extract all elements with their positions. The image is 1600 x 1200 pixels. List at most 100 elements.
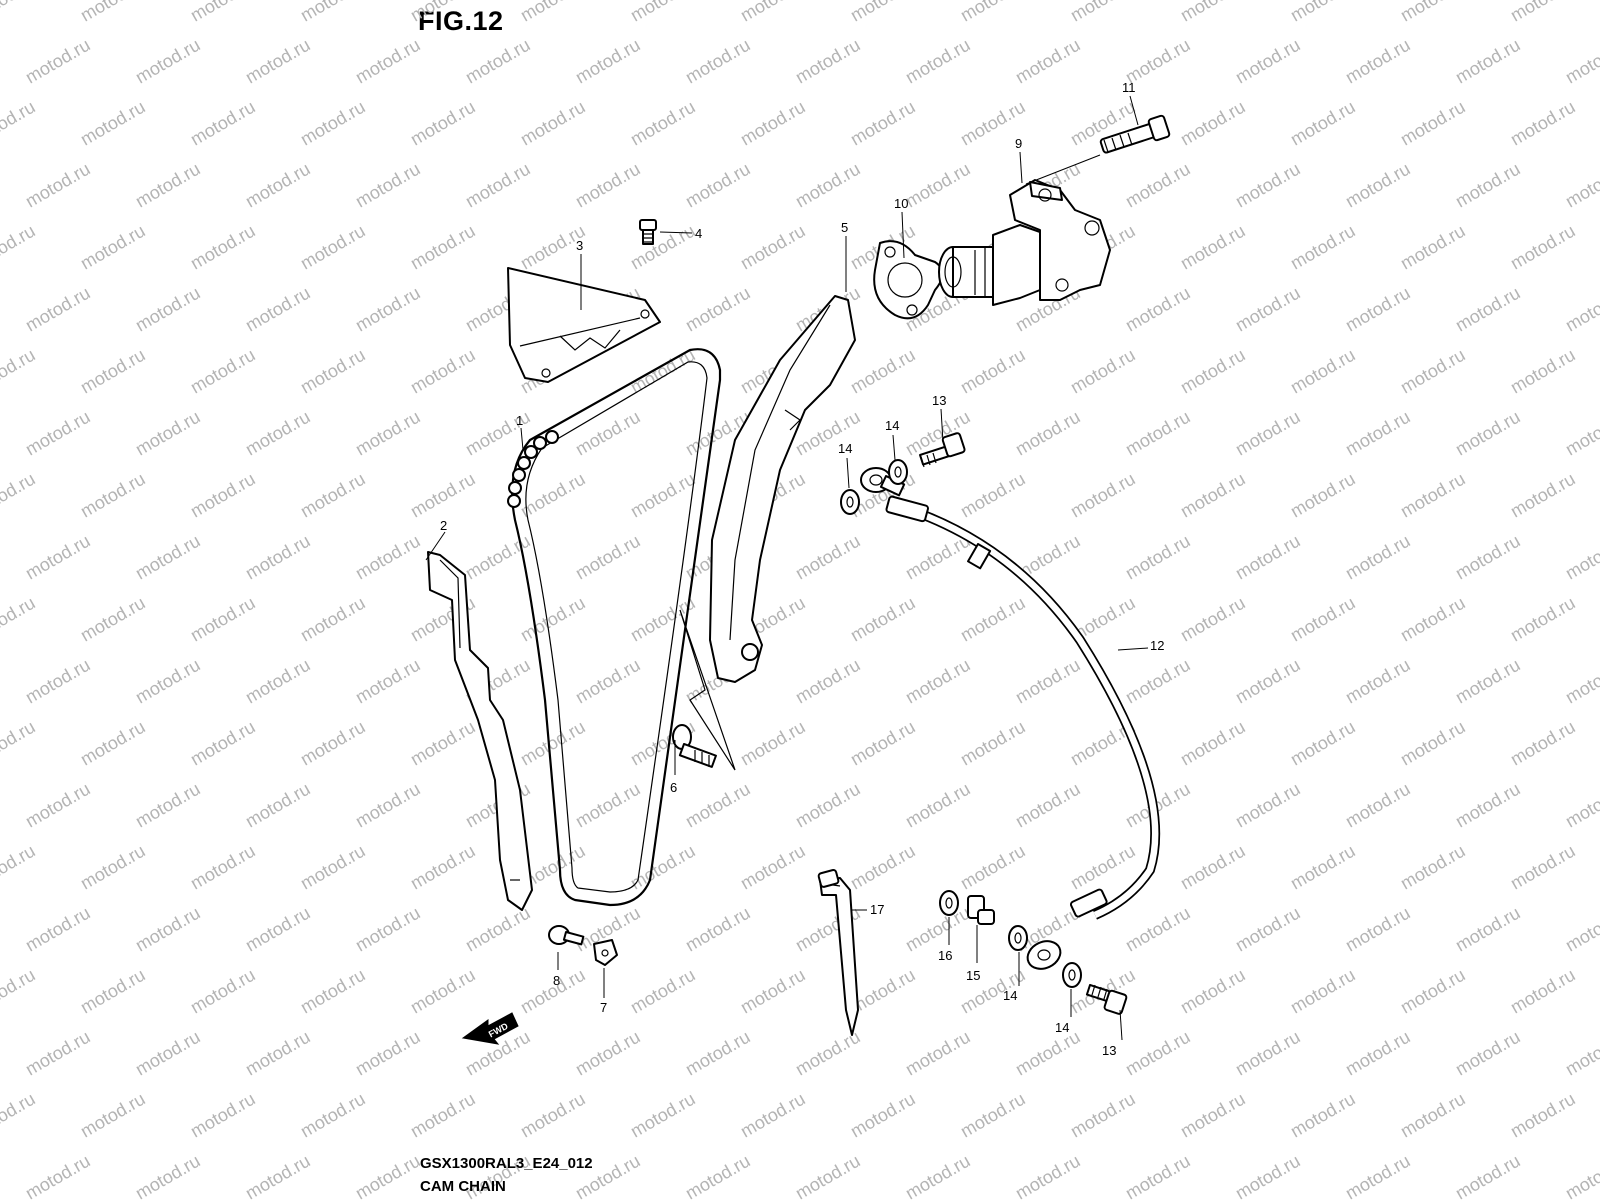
watermark-text: motod.ru — [1232, 531, 1304, 584]
part-3-chain-guide-plate — [507, 267, 661, 383]
callout-15: 15 — [966, 968, 980, 983]
watermark-text: motod.ru — [22, 779, 94, 832]
upper-banjo-fitting — [840, 432, 966, 515]
watermark-text: motod.ru — [902, 159, 974, 212]
watermark-text: motod.ru — [352, 655, 424, 708]
callout-10: 10 — [894, 196, 908, 211]
watermark-text: motod.ru — [1507, 841, 1579, 894]
chain-links — [507, 430, 559, 508]
watermark-text: motod.ru — [957, 1089, 1029, 1142]
watermark-text: motod.ru — [957, 469, 1029, 522]
watermark-text: motod.ru — [902, 779, 974, 832]
watermark-text: motod.ru — [1177, 469, 1249, 522]
watermark-text: motod.ru — [682, 779, 754, 832]
watermark-text: motod.ru — [407, 345, 479, 398]
watermark-text: motod.ru — [1342, 655, 1414, 708]
watermark-text: motod.ru — [1122, 531, 1194, 584]
callout-14-upper-right: 14 — [885, 418, 899, 433]
watermark-text: motod.ru — [1122, 1027, 1194, 1080]
part-17-cable-tie — [817, 869, 859, 1036]
watermark-text: motod.ru — [1232, 1151, 1304, 1200]
watermark-text: motod.ru — [682, 159, 754, 212]
callout-12: 12 — [1150, 638, 1164, 653]
watermark-text: motod.ru — [1012, 35, 1084, 88]
diagram-name: CAM CHAIN — [420, 1178, 506, 1195]
watermark-text: motod.ru — [957, 593, 1029, 646]
watermark-text: motod.ru — [1067, 345, 1139, 398]
watermark-text: motod.ru — [1562, 35, 1600, 88]
watermark-text: motod.ru — [737, 0, 809, 25]
watermark-text: motod.ru — [627, 345, 699, 398]
watermark-text: motod.ru — [462, 35, 534, 88]
watermark-text: motod.ru — [1012, 655, 1084, 708]
watermark-text: motod.ru — [1562, 655, 1600, 708]
watermark-text: motod.ru — [572, 531, 644, 584]
watermark-text: motod.ru — [242, 407, 314, 460]
watermark-text: motod.ru — [352, 283, 424, 336]
watermark-text: motod.ru — [297, 469, 369, 522]
diagram-code: GSX1300RAL3_E24_012 — [420, 1155, 593, 1172]
watermark-text: motod.ru — [1562, 1027, 1600, 1080]
watermark-text: motod.ru — [1012, 779, 1084, 832]
watermark-text: motod.ru — [902, 35, 974, 88]
watermark-text: motod.ru — [737, 1089, 809, 1142]
watermark-text: motod.ru — [1397, 1089, 1469, 1142]
watermark-text: motod.ru — [517, 1089, 589, 1142]
watermark-text: motod.ru — [682, 1027, 754, 1080]
watermark-text: motod.ru — [297, 717, 369, 770]
watermark-text: motod.ru — [407, 965, 479, 1018]
watermark-text: motod.ru — [132, 159, 204, 212]
watermark-text: motod.ru — [1507, 221, 1579, 274]
watermark-text: motod.ru — [737, 965, 809, 1018]
watermark-text: motod.ru — [1287, 97, 1359, 150]
watermark-text: motod.ru — [187, 0, 259, 25]
watermark-text: motod.ru — [1287, 345, 1359, 398]
watermark-text: motod.ru — [517, 593, 589, 646]
watermark-text: motod.ru — [132, 35, 204, 88]
watermark-text: motod.ru — [187, 965, 259, 1018]
watermark-text: motod.ru — [682, 35, 754, 88]
watermark-text: motod.ru — [792, 779, 864, 832]
watermark-text: motod.ru — [297, 221, 369, 274]
callout-13-upper: 13 — [932, 393, 946, 408]
watermark-text: motod.ru — [77, 1089, 149, 1142]
watermark-text: motod.ru — [1562, 903, 1600, 956]
watermark-text: motod.ru — [1397, 841, 1469, 894]
watermark-text: motod.ru — [1122, 1151, 1194, 1200]
watermark-text: motod.ru — [792, 655, 864, 708]
watermark-text: motod.ru — [572, 407, 644, 460]
watermark-text: motod.ru — [462, 159, 534, 212]
part-2-chain-guide — [427, 551, 533, 911]
part-1-cam-chain — [507, 348, 722, 907]
watermark-text: motod.ru — [1177, 97, 1249, 150]
watermark-text: motod.ru — [957, 345, 1029, 398]
watermark-text: motod.ru — [1232, 779, 1304, 832]
watermark-text: motod.ru — [1342, 903, 1414, 956]
watermark-text: motod.ru — [1507, 593, 1579, 646]
watermark-text: motod.ru — [847, 593, 919, 646]
watermark-text: motod.ru — [242, 531, 314, 584]
watermark-text: motod.ru — [297, 345, 369, 398]
watermark-text: motod.ru — [902, 1151, 974, 1200]
callout-6: 6 — [670, 780, 677, 795]
watermark-text: motod.ru — [1122, 903, 1194, 956]
watermark-text: motod.ru — [627, 965, 699, 1018]
watermark-text: motod.ru — [22, 655, 94, 708]
callout-17: 17 — [870, 902, 884, 917]
watermark-text: motod.ru — [682, 903, 754, 956]
watermark-text: motod.ru — [1562, 779, 1600, 832]
watermark-text: motod.ru — [0, 221, 39, 274]
callout-13-lower: 13 — [1102, 1043, 1116, 1058]
part-9-tensioner-adjuster — [938, 179, 1111, 306]
watermark-text: motod.ru — [957, 717, 1029, 770]
watermark-text: motod.ru — [1397, 965, 1469, 1018]
watermark-text: motod.ru — [77, 345, 149, 398]
watermark-text: motod.ru — [1562, 283, 1600, 336]
watermark-text: motod.ru — [1397, 717, 1469, 770]
watermark-text: motod.ru — [22, 159, 94, 212]
watermark-text: motod.ru — [22, 407, 94, 460]
watermark-text: motod.ru — [297, 1089, 369, 1142]
watermark-text: motod.ru — [1397, 593, 1469, 646]
watermark-text: motod.ru — [407, 221, 479, 274]
